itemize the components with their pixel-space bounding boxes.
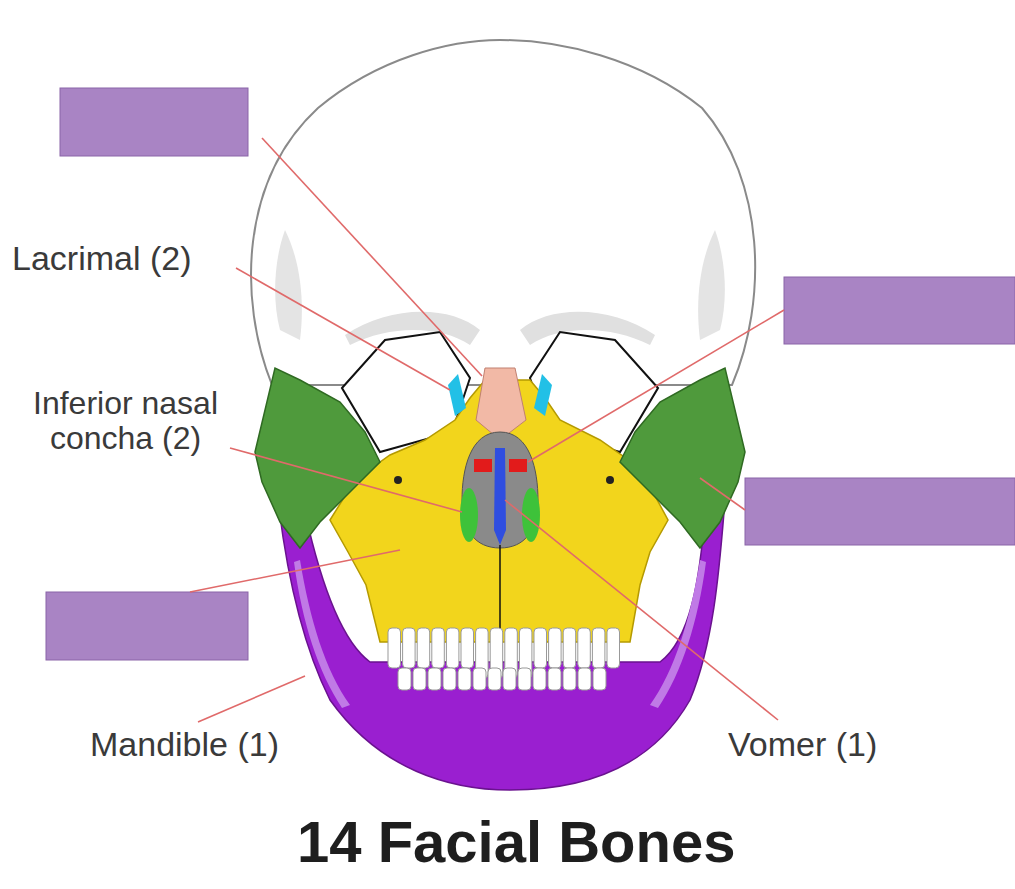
tooth bbox=[417, 628, 430, 668]
tooth bbox=[403, 628, 416, 668]
tooth bbox=[578, 628, 591, 668]
bone-label: Mandible (1) bbox=[90, 726, 330, 763]
bone-label: Inferior nasal concha (2) bbox=[3, 386, 248, 455]
leader-line bbox=[505, 500, 778, 720]
leader-line bbox=[230, 448, 462, 512]
middle-concha bbox=[509, 459, 527, 472]
middle-concha bbox=[474, 459, 492, 472]
leader-line bbox=[198, 676, 305, 722]
tooth bbox=[593, 668, 606, 690]
tooth bbox=[488, 668, 501, 690]
tooth bbox=[563, 628, 576, 668]
blank-label-box bbox=[784, 277, 1015, 344]
leader-line bbox=[528, 310, 784, 462]
cranium bbox=[251, 40, 755, 385]
tooth bbox=[548, 668, 561, 690]
tooth bbox=[518, 668, 531, 690]
tooth bbox=[443, 668, 456, 690]
skull bbox=[251, 40, 755, 790]
midline bbox=[499, 545, 501, 642]
foramen bbox=[606, 476, 614, 484]
tooth bbox=[503, 668, 516, 690]
teeth bbox=[388, 628, 620, 690]
tooth bbox=[592, 628, 605, 668]
leader-line bbox=[190, 550, 400, 592]
tooth bbox=[432, 628, 445, 668]
tooth bbox=[413, 668, 426, 690]
zygomatic-right bbox=[620, 368, 745, 548]
inferior-concha bbox=[460, 488, 478, 542]
temporal-shade-right bbox=[698, 230, 725, 340]
tooth bbox=[428, 668, 441, 690]
tooth bbox=[578, 668, 591, 690]
nasal-bone bbox=[476, 368, 526, 440]
tooth bbox=[388, 628, 401, 668]
tooth bbox=[563, 668, 576, 690]
blank-label-box bbox=[46, 592, 248, 660]
tooth bbox=[549, 628, 562, 668]
tooth bbox=[461, 628, 474, 668]
tooth bbox=[458, 668, 471, 690]
vomer bbox=[494, 448, 506, 545]
tooth bbox=[533, 668, 546, 690]
zygomatic-left bbox=[255, 368, 380, 548]
blank-label-box bbox=[60, 88, 248, 156]
tooth bbox=[534, 628, 547, 668]
leader-line bbox=[700, 478, 745, 510]
tooth bbox=[446, 628, 459, 668]
diagram-title: 14 Facial Bones bbox=[297, 808, 735, 875]
blank-label-box bbox=[745, 478, 1015, 545]
bone-label: Vomer (1) bbox=[728, 726, 918, 763]
lacrimal-right bbox=[534, 374, 552, 416]
foramen bbox=[394, 476, 402, 484]
tooth bbox=[398, 668, 411, 690]
lacrimal-left bbox=[448, 374, 466, 416]
tooth bbox=[473, 668, 486, 690]
bone-label: Lacrimal (2) bbox=[12, 240, 242, 277]
leader-line bbox=[236, 268, 450, 390]
temporal-shade-left bbox=[275, 230, 302, 340]
tooth bbox=[607, 628, 620, 668]
leader-line bbox=[262, 138, 482, 376]
leader-lines bbox=[190, 138, 784, 722]
blank-boxes bbox=[46, 88, 1015, 660]
